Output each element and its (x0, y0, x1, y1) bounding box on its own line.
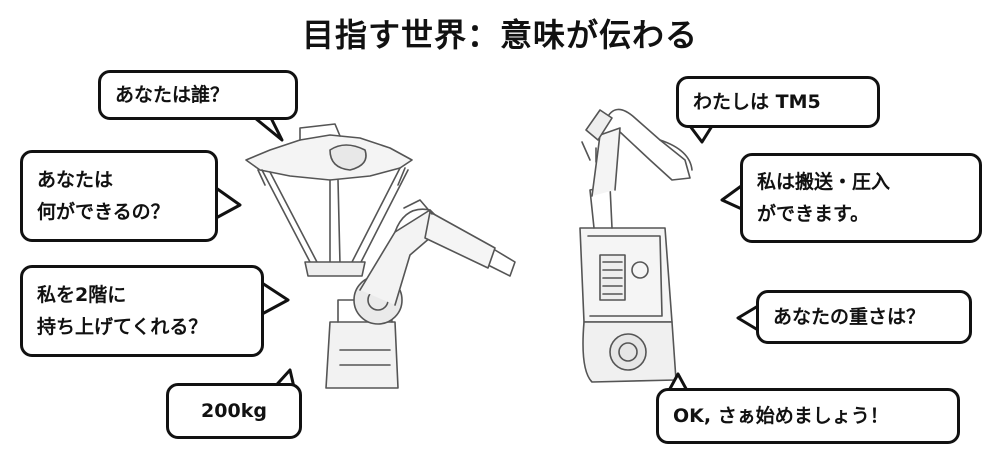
lift-request-line-1: 私を2階に (37, 284, 127, 306)
lift-request-bubble: 私を2階に 持ち上げてくれる？ (20, 265, 264, 357)
bubble-tail-who (254, 115, 284, 142)
bubble-tail-weight-question (736, 304, 759, 332)
who-are-you-text: あなたは誰？ (115, 84, 230, 106)
who-are-you-bubble: あなたは誰？ (98, 70, 298, 120)
robot-intro-text: わたしは TM5 (693, 91, 821, 113)
ok-reply-bubble: OK, さぁ始めましょう！ (656, 388, 960, 444)
industrial-arm-icon (325, 199, 516, 389)
robot-capabilities-bubble: 私は搬送・圧入 ができます。 (740, 153, 982, 243)
weight-question-text: あなたの重さは？ (773, 306, 926, 328)
bubble-tail-intro (688, 125, 714, 144)
weight-answer-text: 200kg (201, 400, 267, 422)
robot-capabilities-line-1: 私は搬送・圧入 (757, 171, 891, 193)
weight-answer-bubble: 200kg (166, 383, 302, 439)
bubble-tail-lift (261, 281, 290, 316)
what-can-you-do-line-1: あなたは (37, 169, 114, 191)
lift-request-line-2: 持ち上げてくれる？ (37, 316, 208, 338)
page-title: 目指す世界：意味が伝わる (301, 16, 698, 54)
what-can-you-do-bubble: あなたは 何ができるの？ (20, 150, 218, 242)
robot-intro-bubble: わたしは TM5 (676, 76, 880, 128)
robot-capabilities-line-2: ができます。 (757, 203, 870, 225)
bubble-tail-capabilities (720, 182, 745, 212)
cobot-mobile-base-icon (579, 108, 693, 383)
weight-question-bubble: あなたの重さは？ (756, 290, 972, 344)
delta-robot-icon (245, 123, 413, 277)
what-can-you-do-line-2: 何ができるの？ (37, 201, 170, 223)
bubble-tail-what (215, 186, 242, 220)
ok-reply-text: OK, さぁ始めましょう！ (673, 405, 889, 427)
